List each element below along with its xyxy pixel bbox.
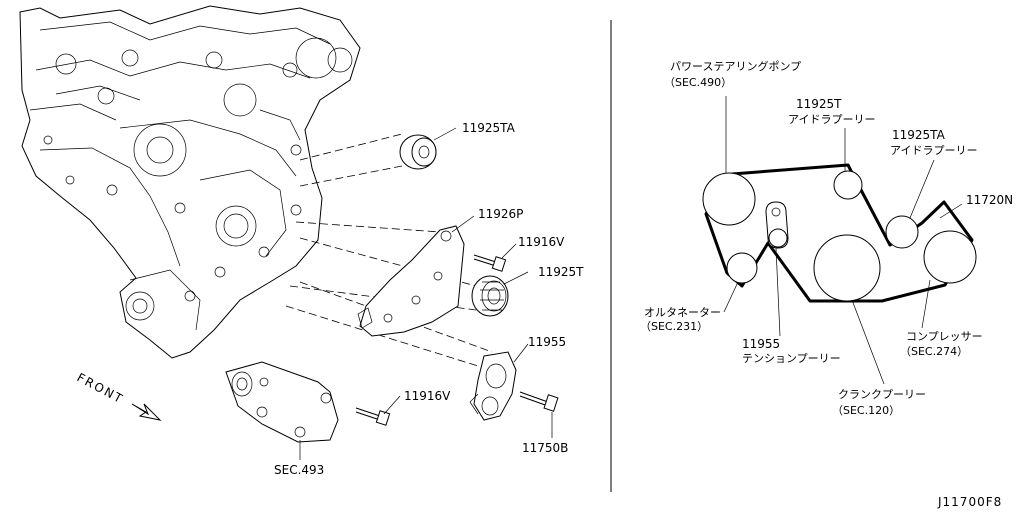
power-steering-pump-pulley — [702, 172, 756, 226]
label-crank-pulley-sec: （SEC.120） — [832, 404, 900, 417]
compressor-pulley — [923, 230, 977, 284]
bolt-11916v-top — [473, 254, 507, 272]
label-11916v-top: 11916V — [518, 235, 565, 249]
label-11916v-bottom: 11916V — [404, 389, 451, 403]
label-idler-11925t-part: 11925T — [796, 97, 842, 111]
label-11925ta: 11925TA — [462, 121, 516, 135]
label-alternator: オルタネーター — [644, 306, 721, 319]
label-crank-pulley: クランクプーリー — [838, 388, 926, 401]
label-11926p: 11926P — [478, 207, 523, 221]
label-tensioner-name: テンションプーリー — [742, 352, 841, 365]
crank-pulley — [813, 234, 881, 302]
label-alternator-sec: （SEC.231） — [640, 320, 708, 333]
label-tensioner-part: 11955 — [742, 337, 780, 351]
label-compressor: コンプレッサー — [906, 330, 983, 343]
front-label: FRONT — [75, 370, 127, 406]
bracket-sec493 — [225, 361, 339, 443]
engine-block — [19, 5, 361, 359]
label-idler-11925t-name: アイドラプーリー — [788, 113, 875, 126]
label-power-steering-pump: パワーステアリングポンプ — [670, 59, 801, 73]
label-idler-11925ta-name: アイドラプーリー — [890, 144, 977, 157]
label-11955: 11955 — [528, 335, 566, 349]
bolt-11750b — [519, 391, 559, 412]
idler-pulley-11925t — [471, 275, 509, 317]
idler-pulley-11925ta-diagram — [885, 215, 919, 249]
label-sec493: SEC.493 — [274, 463, 324, 477]
label-compressor-sec: （SEC.274） — [900, 345, 968, 358]
bracket-11926p — [357, 225, 465, 337]
tensioner-arm — [765, 201, 789, 249]
bolt-11916v-bottom — [355, 407, 391, 426]
idler-pulley-11925t-diagram — [833, 170, 863, 200]
label-power-steering-pump-sec: （SEC.490） — [664, 76, 732, 89]
leader-lines-left — [299, 127, 553, 460]
front-arrow-icon — [131, 403, 162, 421]
label-idler-11925ta-part: 11925TA — [892, 128, 946, 142]
alternator-pulley — [726, 252, 758, 284]
label-belt-11720n: 11720N — [966, 193, 1013, 207]
belt-routing-diagram — [702, 96, 977, 385]
idler-pulley-11925ta — [399, 134, 437, 170]
label-11750b: 11750B — [522, 441, 568, 455]
diagram-code: J11700F8 — [937, 495, 1002, 509]
label-11925t: 11925T — [538, 265, 584, 279]
tensioner-11955 — [469, 351, 517, 421]
